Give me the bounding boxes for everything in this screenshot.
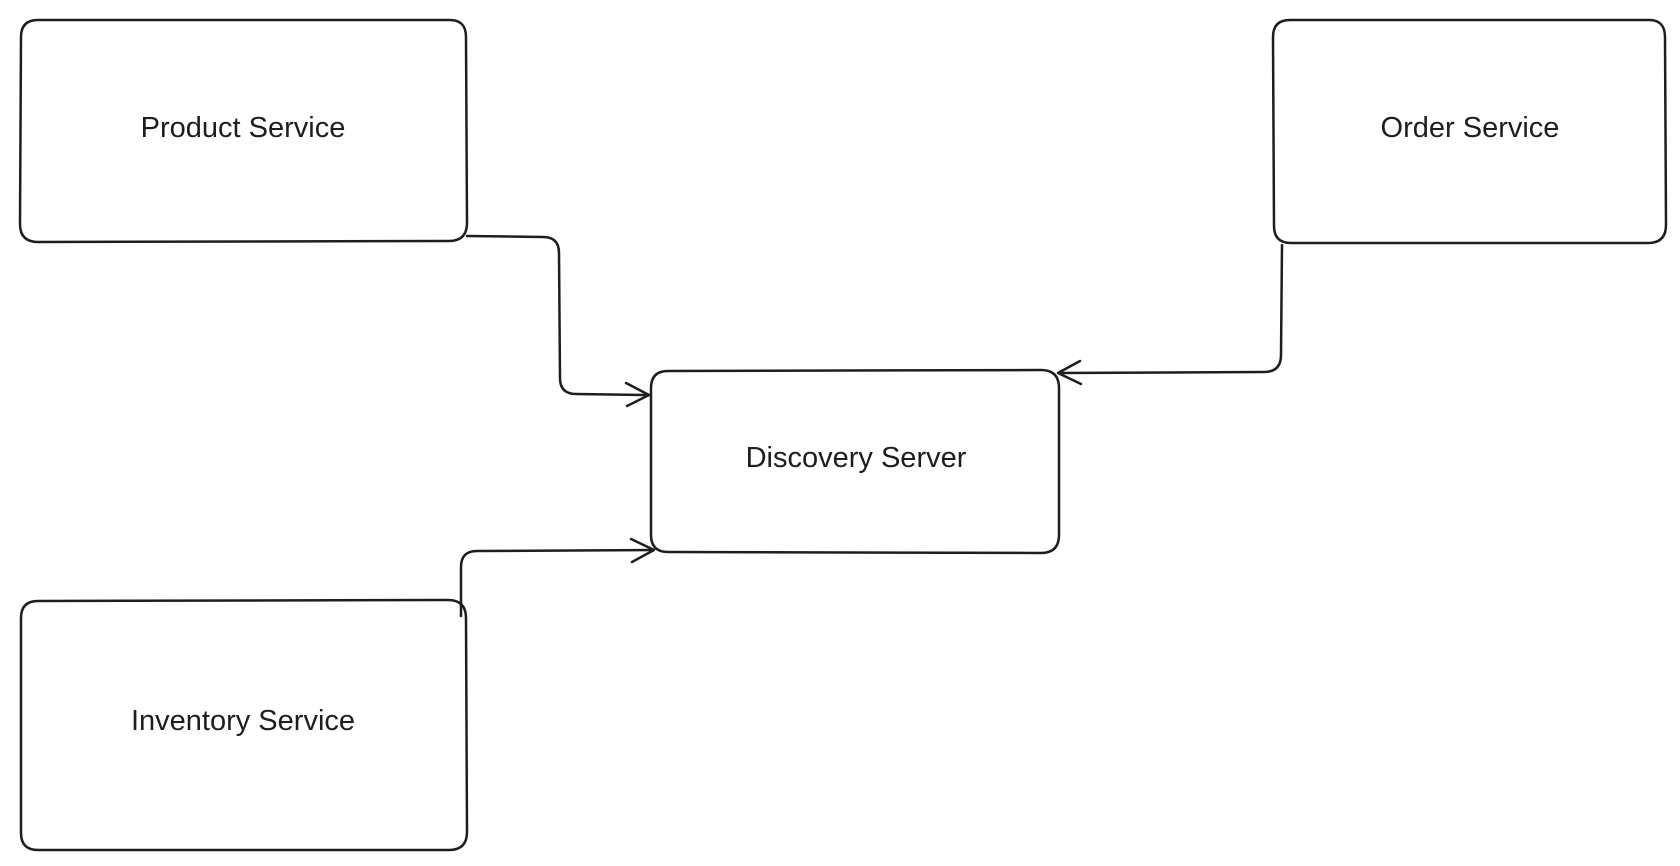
discovery-server-box (649, 368, 1061, 555)
order-service-label: Order Service (1381, 112, 1560, 144)
product-service-label: Product Service (141, 112, 346, 144)
product-service-node[interactable]: Product Service (18, 18, 469, 244)
arrowhead-icon (624, 381, 651, 408)
order-service-box (1271, 18, 1668, 245)
inventory-service-node[interactable]: Inventory Service (19, 598, 469, 852)
discovery-server-node[interactable]: Discovery Server (649, 368, 1061, 555)
order-service-node[interactable]: Order Service (1271, 18, 1668, 245)
inventory-service-box (19, 598, 469, 852)
edge-order-to-discovery (1056, 243, 1284, 386)
arrowhead-icon (1056, 359, 1083, 386)
edge-product-to-discovery-line (465, 234, 650, 397)
product-service-box (18, 18, 469, 244)
arrowhead-icon (629, 537, 656, 564)
edge-product-to-discovery (465, 234, 651, 408)
edge-inventory-to-discovery-line (459, 548, 655, 618)
edge-order-to-discovery-line (1057, 243, 1284, 375)
edge-inventory-to-discovery (459, 537, 656, 618)
inventory-service-label: Inventory Service (131, 705, 355, 737)
discovery-server-label: Discovery Server (746, 442, 967, 474)
